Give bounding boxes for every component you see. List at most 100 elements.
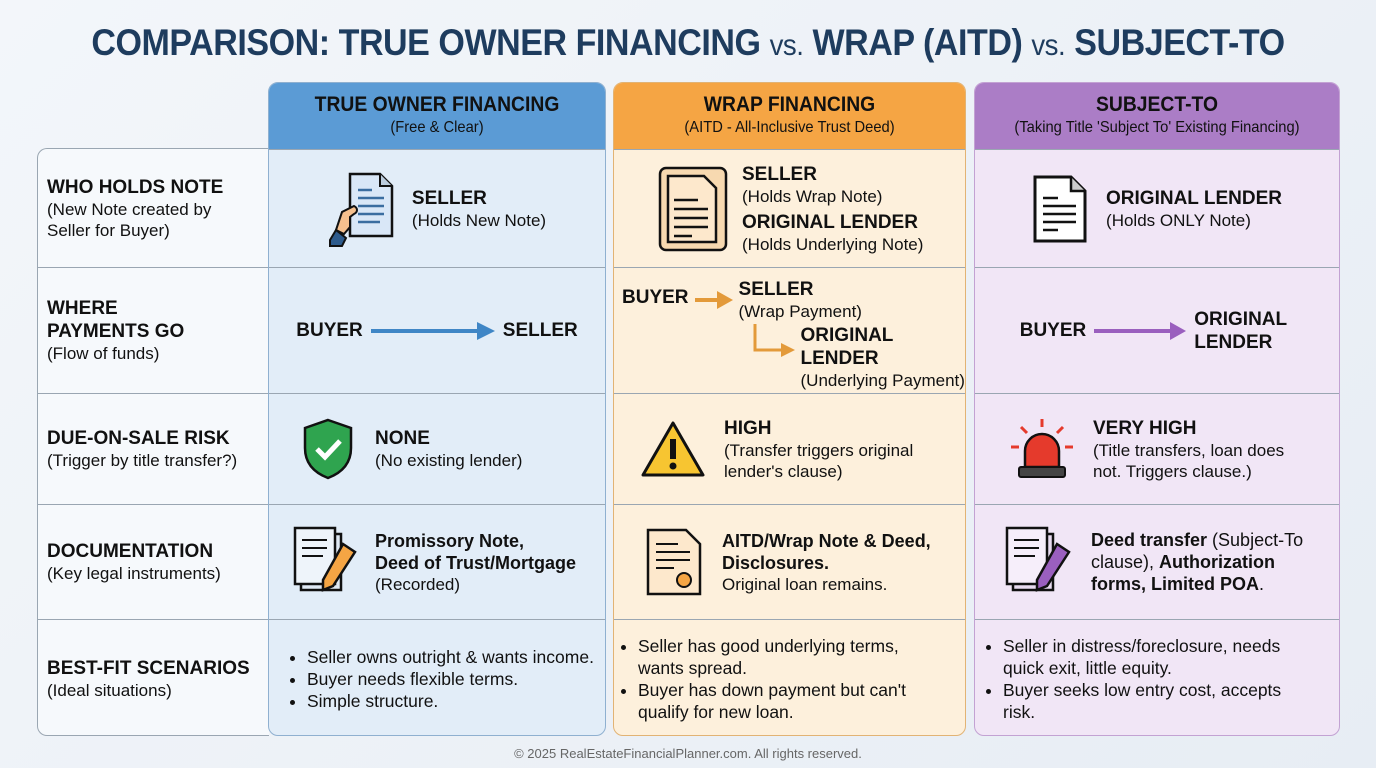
text-columns-2-title: SUBJECT-TO bbox=[1095, 93, 1219, 116]
text-columns-2-note-holder: ORIGINAL LENDER bbox=[1106, 187, 1282, 209]
siren-icon bbox=[1011, 419, 1073, 478]
layout-block: HIGH(Transfer triggers original lender's… bbox=[614, 393, 965, 504]
text-columns-0-scenarios-0: Seller owns outright & wants income. bbox=[307, 646, 594, 668]
layout-block: NONE(No existing lender) bbox=[269, 418, 605, 480]
text-columns-2-scenarios-0: Seller in distress/foreclosure, needs qu… bbox=[1003, 635, 1305, 679]
text-columns-1-payments-to2: ORIGINAL LENDER bbox=[800, 325, 894, 369]
text-columns-1-subtitle: (AITD - All-Inclusive Trust Deed) bbox=[684, 119, 895, 136]
scenario-list: Seller owns outright & wants income.Buye… bbox=[289, 646, 594, 712]
row-label-payments: WHERE PAYMENTS GO (Flow of funds) bbox=[38, 267, 269, 393]
arrow-right-icon bbox=[1094, 321, 1187, 340]
text-columns-2-note-detail: (Holds ONLY Note) bbox=[1106, 210, 1251, 230]
text-columns-1-note-detail: (Holds Wrap Note) bbox=[742, 186, 883, 206]
text-title-part3: SUBJECT-TO bbox=[1074, 22, 1285, 63]
layout-block: ORIGINAL LENDER(Holds ONLY Note) bbox=[975, 174, 1339, 244]
text-rows-0-label: WHO HOLDS NOTE bbox=[47, 176, 224, 198]
column-header: TRUE OWNER FINANCING (Free & Clear) bbox=[269, 83, 605, 149]
layout-block: HIGH(Transfer triggers original lender's… bbox=[614, 417, 965, 482]
page-title: COMPARISON: TRUE OWNER FINANCING vs. WRA… bbox=[55, 22, 1321, 64]
layout-block: BUYER SELLER bbox=[269, 267, 605, 393]
layout-block: Seller has good underlying terms, wants … bbox=[614, 619, 965, 735]
text-title-part2: WRAP (AITD) bbox=[812, 22, 1023, 63]
text-rows-3-sub: (Key legal instruments) bbox=[47, 564, 221, 583]
hand-document-icon bbox=[328, 172, 394, 247]
text-rows-2-sub: (Trigger by title transfer?) bbox=[47, 451, 238, 470]
layout-block: Deed transfer (Subject-To clause), Autho… bbox=[975, 526, 1339, 598]
text-columns-0-subtitle: (Free & Clear) bbox=[390, 119, 484, 136]
text-columns-1-payments-to2_detail: (Underlying Payment) bbox=[800, 371, 965, 390]
payment-to: SELLER bbox=[502, 320, 578, 341]
text-columns-0-title: TRUE OWNER FINANCING bbox=[314, 93, 560, 116]
layout-block: SELLER (Wrap Payment) ORIGINAL LENDER (Und… bbox=[739, 278, 965, 391]
column-wrap-financing: WRAP FINANCING (AITD - All-Inclusive Trus… bbox=[613, 82, 966, 736]
document-icon bbox=[658, 166, 728, 251]
text-columns-1-payments-to_detail: (Wrap Payment) bbox=[738, 302, 862, 321]
document-pen-icon bbox=[293, 526, 357, 592]
document-icon bbox=[1033, 175, 1087, 242]
text-columns-0-risk-detail: (No existing lender) bbox=[375, 451, 523, 470]
column-subject-to: SUBJECT-TO (Taking Title 'Subject To' Exi… bbox=[974, 82, 1340, 736]
layout-block: VERY HIGH(Title transfers, loan does not… bbox=[975, 393, 1339, 504]
text-columns-1-note-holder: SELLER bbox=[742, 163, 817, 185]
text-title-vs2: vs. bbox=[1031, 29, 1066, 62]
text-columns-2-subtitle: (Taking Title 'Subject To' Existing Fina… bbox=[1014, 119, 1300, 136]
layout-block: BUYER ORIGINAL LENDER bbox=[975, 308, 1339, 354]
row-label-documentation: DOCUMENTATION(Key legal instruments) bbox=[38, 504, 269, 619]
column-header: SUBJECT-TO (Taking Title 'Subject To' Exi… bbox=[975, 83, 1339, 149]
copyright-footer: © 2025 RealEstateFinancialPlanner.com. A… bbox=[514, 746, 862, 761]
text-rows-4-sub: (Ideal situations) bbox=[47, 680, 172, 700]
layout-block: BUYER SELLER (Wrap Payment) ORIGINAL LEND… bbox=[614, 267, 965, 393]
layout-block: Promissory Note,Deed of Trust/Mortgage(R… bbox=[269, 526, 605, 598]
text-columns-0-docs-normal: (Recorded) bbox=[375, 574, 461, 594]
layout-block: SELLER(Holds New Note) bbox=[269, 170, 605, 248]
text-rows-1-sub: (Flow of funds) bbox=[47, 344, 160, 363]
arrow-bend-icon bbox=[753, 324, 795, 357]
text-rows-0-sub: (New Note created by Seller for Buyer) bbox=[47, 199, 212, 240]
text-columns-1-payments-to: SELLER bbox=[738, 279, 814, 300]
text-columns-2-scenarios-1: Buyer seeks low entry cost, accepts risk… bbox=[1003, 679, 1305, 723]
scenario-list: Seller in distress/foreclosure, needs qu… bbox=[985, 635, 1305, 723]
text-columns-0-docs-bold1: Promissory Note, bbox=[375, 530, 525, 551]
row-label-who-holds-note: WHO HOLDS NOTE(New Note created by Selle… bbox=[38, 149, 269, 267]
layout-block: BEST-FIT SCENARIOS(Ideal situations) bbox=[47, 657, 250, 701]
arrow-right-icon bbox=[694, 291, 733, 309]
text-columns-0-docs-bold2: Deed of Trust/Mortgage bbox=[375, 552, 577, 573]
layout-block: NONE(No existing lender) bbox=[269, 393, 605, 504]
layout-block: HIGH(Transfer triggers original lender's… bbox=[724, 417, 944, 482]
layout-block: SELLER(Holds New Note) bbox=[269, 149, 605, 267]
layout-block: NONE(No existing lender) bbox=[375, 427, 522, 471]
text-columns-2-docs-normal2: . bbox=[1259, 574, 1265, 594]
warning-icon bbox=[641, 421, 705, 477]
layout-block: Promissory Note,Deed of Trust/Mortgage(R… bbox=[375, 530, 576, 595]
layout-block: ORIGINAL LENDER (Underlying Payment) bbox=[739, 324, 965, 391]
layout-block: AITD/Wrap Note & Deed,Disclosures.Origin… bbox=[722, 530, 931, 595]
text-title-vs1: vs. bbox=[769, 29, 804, 62]
column-header: WRAP FINANCING (AITD - All-Inclusive Trus… bbox=[614, 83, 965, 149]
text-rows-2-label: DUE-ON-SALE RISK bbox=[47, 428, 230, 449]
shield-check-icon bbox=[303, 418, 353, 480]
row-label-risk: DUE-ON-SALE RISK (Trigger by title transf… bbox=[38, 393, 269, 504]
text-columns-1-scenarios-0: Seller has good underlying terms, wants … bbox=[638, 635, 940, 679]
text-columns-1-docs-bold1: AITD/Wrap Note & Deed, bbox=[722, 530, 931, 551]
text-columns-0-scenarios-2: Simple structure. bbox=[307, 690, 594, 712]
layout-block: WHO HOLDS NOTE(New Note created by Selle… bbox=[47, 176, 237, 241]
text-columns-1-note-detail2: (Holds Underlying Note) bbox=[742, 234, 924, 254]
layout-block: SELLER(Holds Wrap Note) ORIGINAL LENDER(H… bbox=[614, 163, 965, 255]
layout-block: SELLER(Holds Wrap Note) ORIGINAL LENDER(H… bbox=[614, 149, 965, 267]
layout-block: Deed transfer (Subject-To clause), Autho… bbox=[975, 504, 1339, 619]
layout-block: VERY HIGH(Title transfers, loan does not… bbox=[1093, 417, 1308, 482]
layout-block: AITD/Wrap Note & Deed,Disclosures.Origin… bbox=[614, 504, 965, 619]
column-true-owner-financing: TRUE OWNER FINANCING (Free & Clear) SELLE… bbox=[268, 82, 606, 736]
certificate-icon bbox=[646, 528, 702, 596]
layout-block: Deed transfer (Subject-To clause), Autho… bbox=[1091, 529, 1311, 595]
text-columns-1-note-holder2: ORIGINAL LENDER bbox=[742, 211, 918, 233]
text-title-part1: COMPARISON: TRUE OWNER FINANCING bbox=[91, 22, 761, 63]
text-columns-1-title: WRAP FINANCING bbox=[703, 93, 876, 116]
layout-block: ORIGINAL LENDER(Holds ONLY Note) bbox=[975, 149, 1339, 267]
text-rows-1-label: WHERE PAYMENTS GO bbox=[47, 298, 185, 342]
payment-from: BUYER bbox=[622, 287, 689, 308]
text-columns-2-docs-bold2: Authorization forms, Limited POA bbox=[1091, 552, 1276, 594]
layout-block: Seller owns outright & wants income.Buye… bbox=[269, 619, 605, 735]
layout-block: Seller in distress/foreclosure, needs qu… bbox=[975, 619, 1339, 735]
layout-block: BUYER ORIGINAL LENDER bbox=[975, 267, 1339, 393]
